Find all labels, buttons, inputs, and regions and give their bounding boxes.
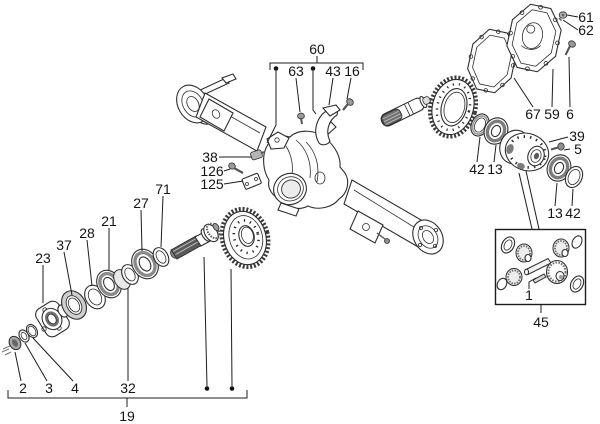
- kit-box-45: [494, 228, 587, 306]
- ring-gear-left: [219, 206, 271, 270]
- nut-61-62: [558, 11, 568, 21]
- leader-lines: [7, 14, 579, 407]
- callout-42-right: 42: [565, 205, 581, 221]
- callout-16: 16: [344, 63, 360, 79]
- spider-gear: [552, 238, 570, 258]
- callout-63: 63: [288, 63, 304, 79]
- callout-3: 3: [45, 380, 53, 396]
- callout-38: 38: [202, 149, 218, 165]
- bearing-13-right: [546, 154, 572, 182]
- callout-42-left: 42: [469, 161, 485, 177]
- callout-67: 67: [525, 106, 541, 122]
- spacer-32: [113, 264, 139, 290]
- gasket-67: [467, 28, 517, 94]
- axle-shaft: [380, 95, 431, 127]
- ring-42-right: [564, 165, 584, 189]
- callout-2: 2: [19, 380, 27, 396]
- callout-71: 71: [155, 181, 171, 197]
- callout-labels: 60 63 43 16 61 62 67 59 6 39 5 42 13 13 …: [19, 9, 594, 424]
- bolt-5: [550, 142, 565, 151]
- axle-housing: [176, 73, 444, 255]
- sensor-and-tag-parts: [228, 149, 266, 190]
- drive-pinion: [170, 222, 221, 260]
- bearing-27: [131, 248, 159, 280]
- callout-28: 28: [79, 225, 95, 241]
- callout-125: 125: [200, 176, 224, 192]
- spider-gear: [515, 243, 533, 263]
- callout-23: 23: [35, 250, 51, 266]
- pinion-nut-2: [1, 335, 22, 356]
- ring-4: [25, 323, 39, 339]
- cover-bolt-6: [564, 40, 576, 56]
- bolt-63: [297, 112, 305, 125]
- callout-39: 39: [569, 128, 585, 144]
- callout-4: 4: [71, 380, 79, 396]
- bolt-16: [342, 98, 354, 111]
- callout-37: 37: [56, 237, 72, 253]
- callout-19: 19: [119, 408, 135, 424]
- brake-lever-and-clip: [297, 98, 354, 146]
- lock-pin-1: [532, 273, 547, 284]
- callout-45: 45: [533, 314, 549, 330]
- crown-wheel-right: [427, 75, 479, 139]
- callout-126: 126: [200, 163, 224, 179]
- bolt-126: [228, 162, 244, 174]
- callout-43: 43: [325, 63, 341, 79]
- callout-27: 27: [133, 195, 149, 211]
- callout-13-right: 13: [547, 205, 563, 221]
- oil-seal-37: [60, 290, 88, 320]
- cover-and-gasket: [467, 3, 576, 94]
- callout-1: 1: [525, 287, 533, 303]
- callout-32: 32: [120, 380, 136, 396]
- callout-6: 6: [566, 106, 574, 122]
- differential-case-39: [499, 129, 550, 172]
- pinion-parts-chain: [1, 222, 221, 356]
- washer-71: [152, 247, 170, 267]
- sensor-38: [250, 149, 266, 161]
- callout-13-left: 13: [487, 161, 503, 177]
- diff-carrier-group: [470, 113, 584, 189]
- diff-cover-59: [506, 3, 562, 73]
- callout-59: 59: [544, 106, 560, 122]
- spider-gear: [505, 268, 523, 286]
- companion-flange-23: [35, 300, 70, 338]
- callout-21: 21: [101, 213, 117, 229]
- callout-60: 60: [309, 41, 325, 57]
- callout-62: 62: [578, 22, 594, 38]
- callout-61: 61: [578, 9, 594, 25]
- id-plate-125: [241, 172, 262, 190]
- callout-5: 5: [574, 141, 582, 157]
- side-gear: [545, 259, 569, 285]
